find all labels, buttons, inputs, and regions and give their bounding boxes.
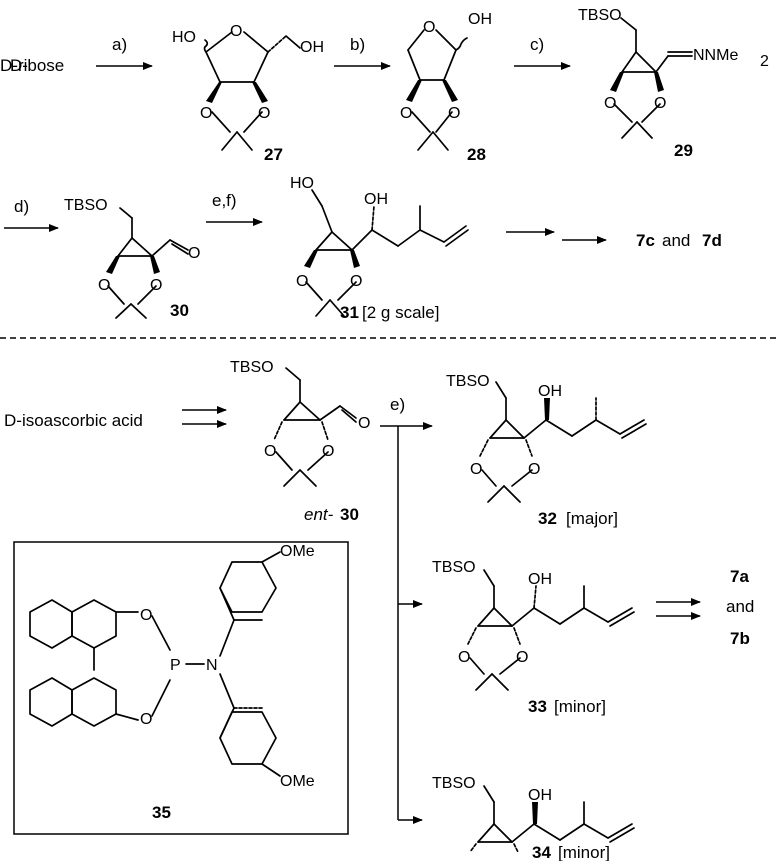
compound-32-structure (479, 381, 647, 503)
compound-33-structure (467, 569, 635, 691)
label-32: 32 [major] (538, 509, 618, 528)
aldehyde-o-ent30: O (358, 415, 370, 432)
acetonide-o2-29: O (654, 95, 666, 112)
label-29: 29 (674, 141, 693, 160)
svg-text:[2 g scale]: [2 g scale] (362, 303, 440, 322)
acetonide-o2-30: O (150, 277, 162, 294)
compound-ent30-structure (273, 367, 357, 487)
d-ribose-text: D-ribose (0, 56, 64, 75)
svg-text:33: 33 (528, 697, 547, 716)
svg-text:32: 32 (538, 509, 557, 528)
tbso-32: TBSO (446, 373, 490, 390)
aldehyde-o-30: O (188, 245, 200, 262)
acetonide-o2-27: O (258, 105, 270, 122)
products-7c-7d: 7c and 7d (636, 231, 722, 250)
step-e-label: e) (390, 395, 405, 414)
label-31-group: 31 [2 g scale] (340, 303, 440, 322)
acetonide-o1-33: O (458, 649, 470, 666)
compound-28-structure (406, 29, 468, 151)
tbso-29: TBSO (578, 7, 622, 24)
svg-text:[major]: [major] (566, 509, 618, 528)
compound-27-structure (203, 31, 301, 151)
svg-text:30: 30 (340, 505, 359, 524)
label-28: 28 (467, 145, 486, 164)
tbso-33: TBSO (432, 559, 476, 576)
d-ribose-label: D- (10, 56, 28, 75)
step-b-label: b) (350, 35, 365, 54)
label-ent30: ent- 30 (304, 505, 359, 524)
acetonide-o2-32: O (528, 461, 540, 478)
tbso-ent30: TBSO (230, 359, 274, 376)
svg-text:7a: 7a (730, 567, 749, 586)
arrow-step-a: a) (96, 35, 153, 70)
ligand-35-box (13, 541, 349, 835)
tbso-30: TBSO (64, 197, 108, 214)
hydroxyl-27b: OH (300, 39, 324, 56)
hydroxyl-33: OH (528, 571, 552, 588)
acetonide-o2-28: O (448, 105, 460, 122)
step-c-label: c) (530, 35, 544, 54)
arrow-step-ef: e,f) (206, 191, 263, 226)
products-7a-7b: 7a and 7b (726, 567, 754, 648)
ligand-oxygen-1: O (140, 607, 152, 624)
acetonide-o1-29: O (604, 95, 616, 112)
arrow-step-b: b) (334, 35, 391, 70)
compound-34-structure (469, 785, 635, 853)
arrow-step-d: d) (4, 197, 59, 232)
acetonide-o1-32: O (470, 461, 482, 478)
ligand-35-structure (29, 551, 281, 777)
svg-text:34: 34 (532, 843, 551, 861)
tbso-34: TBSO (432, 775, 476, 792)
label-30: 30 (170, 301, 189, 320)
label-33: 33 [minor] (528, 697, 606, 716)
acetonide-o1-28: O (400, 105, 412, 122)
ring-oxygen-28: O (423, 19, 435, 36)
label-34: 34 [minor] (532, 843, 610, 861)
step-d-label: d) (14, 197, 29, 216)
ligand-ome-2: OMe (280, 773, 315, 790)
svg-text:[minor]: [minor] (558, 843, 610, 861)
compound-30-structure (106, 207, 189, 319)
step-a-label: a) (112, 35, 127, 54)
arrow-step-c: c) (514, 35, 571, 70)
hydroxyl-31a: HO (290, 175, 314, 192)
acetonide-o1-ent30: O (264, 443, 276, 460)
compound-29-structure (610, 17, 693, 139)
hydroxyl-27a: HO (172, 29, 196, 46)
d-isoascorbic-label: D-isoascorbic acid (4, 411, 143, 430)
svg-text:7b: 7b (730, 629, 750, 648)
acetonide-o1-30: O (98, 277, 110, 294)
ring-oxygen-27: O (230, 23, 242, 40)
hydroxyl-34: OH (528, 787, 552, 804)
svg-text:7c: 7c (636, 231, 655, 250)
hydroxyl-32: OH (538, 383, 562, 400)
svg-text:2: 2 (760, 53, 769, 70)
svg-text:[minor]: [minor] (554, 697, 606, 716)
svg-text:and: and (662, 231, 690, 250)
svg-text:7d: 7d (702, 231, 722, 250)
label-35: 35 (152, 803, 171, 822)
ligand-ome-1: OMe (280, 543, 315, 560)
nnme2-29: NNMe 2 (693, 47, 769, 70)
compound-31-structure (304, 189, 469, 317)
acetonide-o1-27: O (200, 105, 212, 122)
branch-arrows-e: e) (380, 395, 433, 824)
svg-text:D-: D- (10, 56, 28, 75)
svg-text:31: 31 (340, 303, 359, 322)
svg-text:and: and (726, 597, 754, 616)
step-ef-label: e,f) (212, 191, 237, 210)
ligand-oxygen-2: O (140, 711, 152, 728)
ligand-nitrogen: N (206, 657, 218, 674)
acetonide-o2-ent30: O (322, 443, 334, 460)
hydroxyl-31b: OH (364, 191, 388, 208)
svg-text:ent-: ent- (304, 505, 334, 524)
acetonide-o1-31: O (296, 273, 308, 290)
svg-text:NNMe: NNMe (693, 47, 738, 64)
acetonide-o2-33: O (516, 649, 528, 666)
hydroxyl-28: OH (468, 11, 492, 28)
label-27: 27 (264, 145, 283, 164)
ligand-phosphorus: P (170, 657, 181, 674)
acetonide-o2-31: O (350, 273, 362, 290)
